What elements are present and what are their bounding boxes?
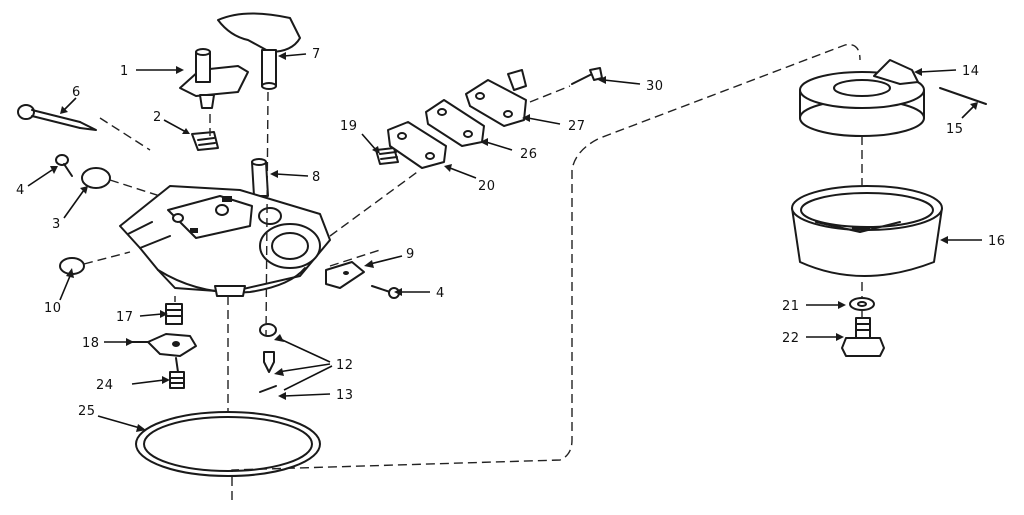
part-16-float-bowl — [791, 185, 943, 277]
callout-21: 21 — [782, 299, 800, 314]
callout-2: 2 — [153, 110, 162, 125]
callout-3: 3 — [52, 217, 61, 232]
callout-10: 10 — [44, 301, 62, 316]
callout-13: 13 — [336, 388, 354, 403]
part-12-needle-seat — [259, 323, 277, 373]
callout-20: 20 — [478, 179, 496, 194]
part-24-jet-screw — [169, 357, 185, 389]
callout-25: 25 — [78, 404, 96, 419]
part-30-screw — [571, 67, 603, 85]
callout-18: 18 — [82, 336, 100, 351]
callout-26: 26 — [520, 147, 538, 162]
part-22-bowl-nut — [841, 317, 885, 357]
callout-4-upper: 4 — [16, 183, 25, 198]
callout-30: 30 — [646, 79, 664, 94]
part-3-plug-disk — [81, 167, 111, 189]
part-7-throttle-plate — [217, 12, 301, 90]
part-8-tube — [251, 158, 269, 197]
callout-9: 9 — [406, 247, 415, 262]
callout-6: 6 — [72, 85, 81, 100]
callout-7: 7 — [312, 47, 321, 62]
callout-12: 12 — [336, 358, 354, 373]
callout-22: 22 — [782, 331, 800, 346]
leader-lines — [27, 52, 982, 432]
part-6-idle-screw — [17, 104, 97, 131]
callout-8: 8 — [312, 170, 321, 185]
callout-27: 27 — [568, 119, 586, 134]
callout-16: 16 — [988, 234, 1006, 249]
part-2-spring — [191, 131, 219, 151]
part-18-clip — [131, 333, 197, 357]
part-19-spring — [375, 147, 399, 165]
part-21-washer — [849, 297, 875, 311]
part-20-diaphragm-gasket — [387, 121, 447, 169]
callout-15: 15 — [946, 122, 964, 137]
callout-14: 14 — [962, 64, 980, 79]
part-1-throttle-shaft — [179, 48, 249, 109]
callout-17: 17 — [116, 310, 134, 325]
callout-19: 19 — [340, 119, 358, 134]
part-15-float-pin — [939, 87, 987, 105]
part-14-float — [799, 59, 925, 137]
part-13-pin — [259, 385, 277, 393]
callout-4-lower: 4 — [436, 286, 445, 301]
part-27-cover — [465, 69, 527, 127]
part-17-spring — [165, 303, 183, 325]
assembly-boundary-line — [231, 43, 861, 500]
part-9-choke-plate — [325, 261, 365, 289]
part-4-screw-upper — [55, 154, 73, 177]
callout-24: 24 — [96, 378, 114, 393]
callout-1: 1 — [120, 64, 129, 79]
part-25-bowl-gasket — [135, 411, 321, 477]
carburetor-body — [119, 185, 331, 297]
